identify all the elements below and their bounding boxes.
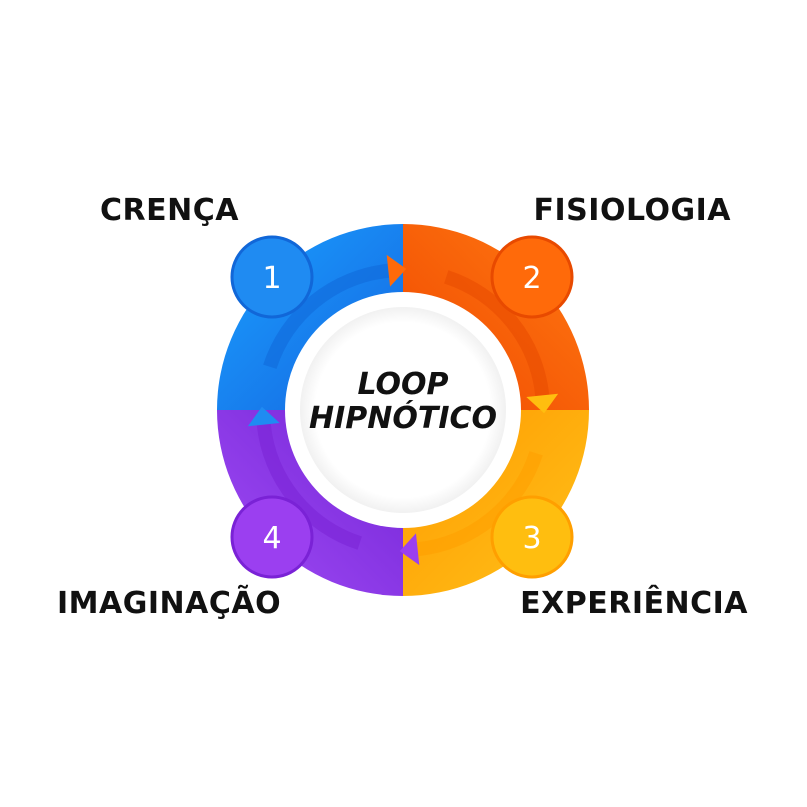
step-number-2: 2 — [522, 261, 541, 296]
step-label-2: FISIOLOGIA — [534, 193, 732, 228]
flow-arrow-head-1 — [386, 254, 407, 287]
step-number-1: 1 — [262, 261, 281, 296]
center-title-line1: LOOP — [357, 367, 448, 402]
loop-arrows — [247, 254, 559, 566]
step-badge-1-circle — [230, 235, 314, 319]
flow-arrow-head-3 — [399, 533, 420, 566]
flow-arrow-shaft-2 — [444, 270, 550, 397]
step-badge-1: 1 — [230, 235, 314, 319]
flow-arrow-shaft-3 — [416, 451, 543, 557]
step-number-4: 4 — [262, 521, 281, 556]
flow-arrow-head-4 — [247, 406, 280, 427]
center-circle — [300, 307, 506, 513]
center-title-line2: HIPNÓTICO — [309, 399, 497, 436]
flow-arrow-head-2 — [526, 393, 559, 414]
flow-arrow-shaft-4 — [256, 423, 362, 550]
step-badge-2-circle — [490, 235, 574, 319]
step-label-4: IMAGINAÇÃO — [57, 584, 281, 621]
step-badge-2: 2 — [490, 235, 574, 319]
step-badge-4-circle — [230, 495, 314, 579]
step-badge-3: 3 — [490, 495, 574, 579]
step-badge-3-circle — [490, 495, 574, 579]
flow-arrow-shaft-1 — [263, 263, 390, 369]
step-label-1: CRENÇA — [100, 193, 239, 228]
step-label-3: EXPERIÊNCIA — [520, 585, 748, 621]
step-badge-4: 4 — [230, 495, 314, 579]
step-number-3: 3 — [522, 521, 541, 556]
